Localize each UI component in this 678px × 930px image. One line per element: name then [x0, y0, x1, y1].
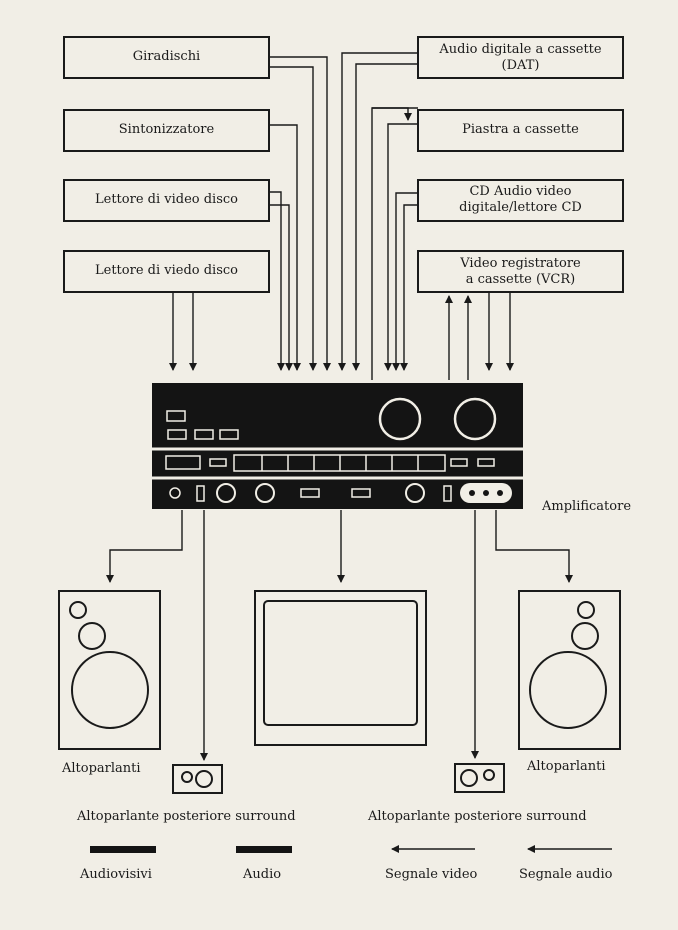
front-right-speaker — [518, 590, 621, 750]
front-left-speaker — [58, 590, 161, 750]
source-label-video-disc-1: Lettore di video disco — [95, 192, 238, 207]
legend-audiovisual-label: Audiovisivi — [80, 867, 152, 882]
rear-right-speaker — [454, 763, 505, 793]
source-box-cd — [417, 179, 624, 222]
source-box-tuner — [63, 109, 270, 152]
source-label-cd-line2: digitale/lettore CD — [459, 200, 582, 215]
rear-right-label: Altoparlante posteriore surround — [368, 809, 587, 824]
rear-left-speaker — [172, 764, 223, 794]
source-label-dat-line2: (DAT) — [501, 58, 540, 73]
amplifier — [152, 383, 523, 509]
source-box-cassette-deck — [417, 109, 624, 152]
source-box-video-disc-2 — [63, 250, 270, 293]
source-box-video-disc-1 — [63, 179, 270, 222]
legend-audio-label: Audio — [243, 867, 282, 882]
signal-lines — [106, 52, 573, 761]
speakers-left-label: Altoparlanti — [62, 761, 141, 776]
source-label-vcr-line1: Video registratore — [460, 256, 581, 271]
rear-left-label: Altoparlante posteriore surround — [77, 809, 296, 824]
source-label-vcr-line2: a cassette (VCR) — [465, 272, 576, 287]
legend-video-signal-label: Segnale video — [385, 867, 478, 882]
source-label-dat-line1: Audio digitale a cassette — [439, 42, 602, 57]
legend-audiovisual-swatch — [90, 846, 156, 853]
source-label-video-disc-2: Lettore di viedo disco — [95, 263, 238, 278]
speakers-right-label: Altoparlanti — [527, 759, 606, 774]
television — [254, 590, 427, 746]
source-label-turntable: Giradischi — [132, 49, 201, 64]
legend-audio-swatch — [236, 846, 292, 853]
source-label-tuner: Sintonizzatore — [118, 122, 215, 137]
amplifier-label: Amplificatore — [542, 499, 632, 514]
source-label-cd-line1: CD Audio video — [469, 184, 572, 199]
source-label-cassette-deck: Piastra a cassette — [462, 122, 579, 137]
legend-audio-signal-label: Segnale audio — [519, 867, 613, 882]
source-box-dat — [417, 36, 624, 79]
source-box-vcr — [417, 250, 624, 293]
